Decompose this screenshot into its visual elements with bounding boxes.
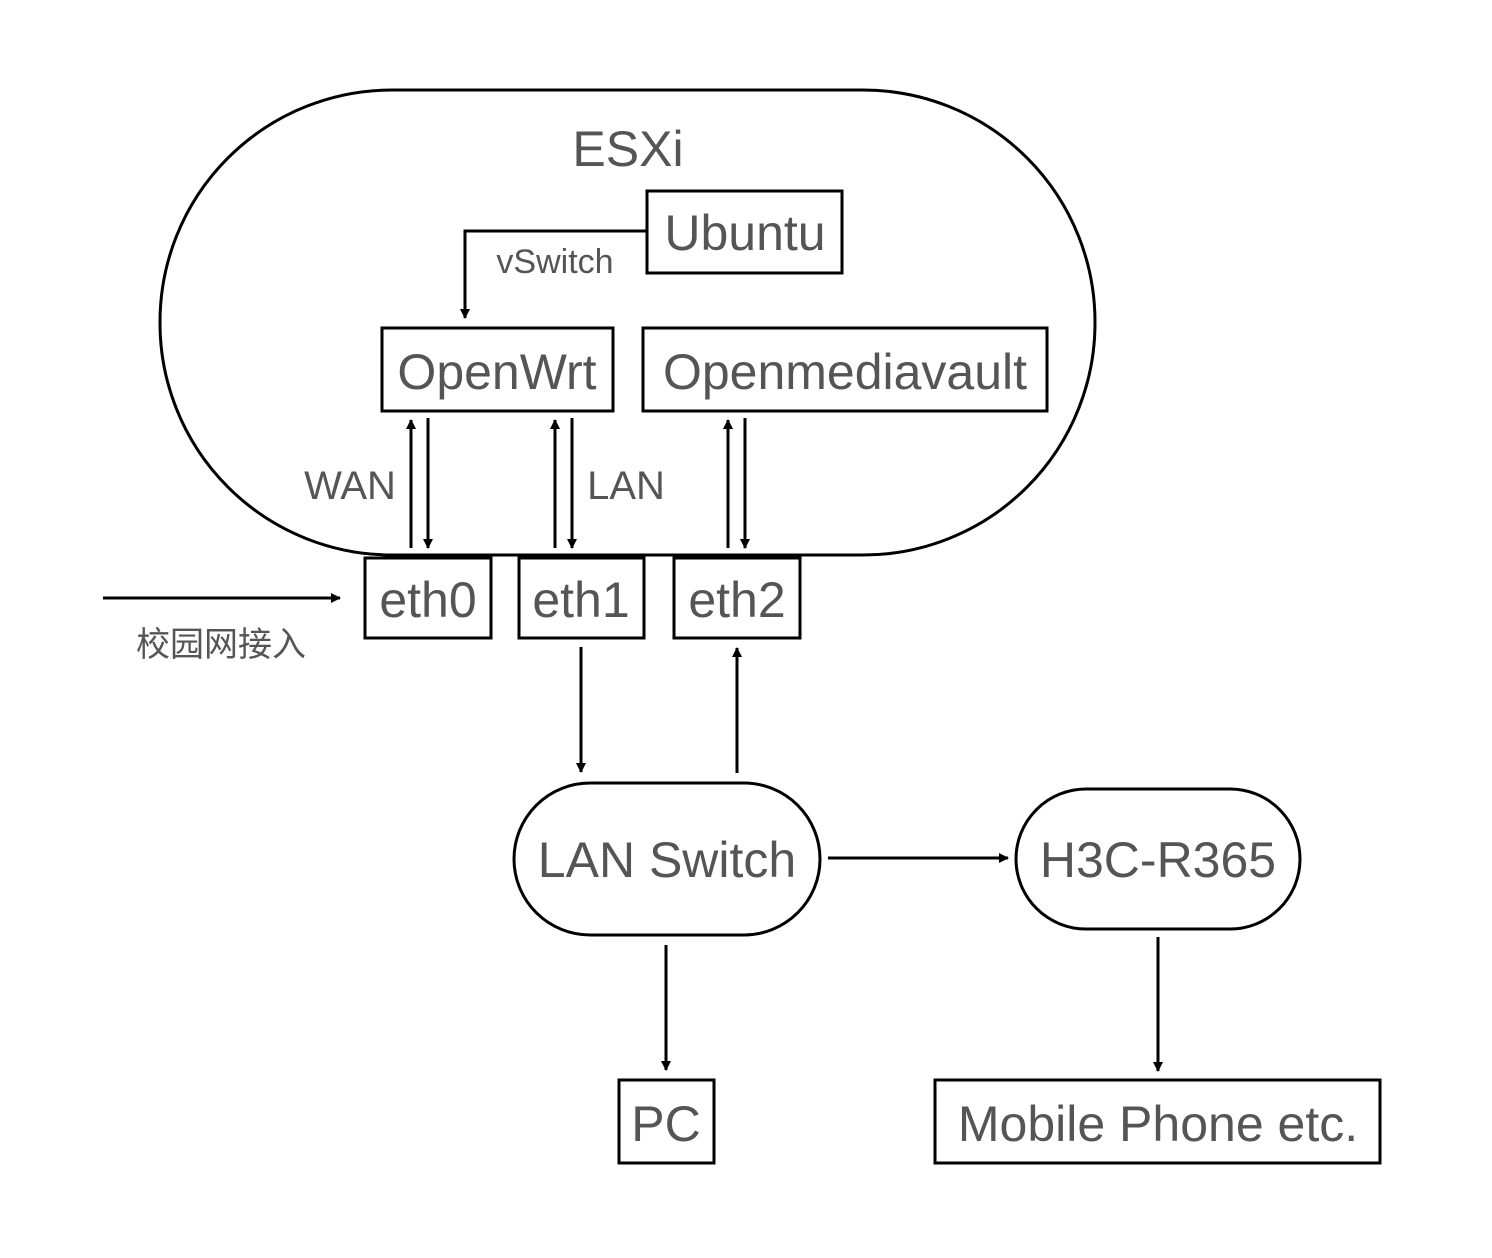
lan-label: LAN bbox=[587, 464, 665, 508]
wan-label: WAN bbox=[304, 464, 396, 508]
eth0-label: eth0 bbox=[379, 572, 476, 628]
eth0-port bbox=[363, 556, 493, 640]
h3c-router-label: H3C-R365 bbox=[1040, 832, 1276, 888]
campus-uplink-label: 校园网接入 bbox=[136, 626, 306, 664]
eth2-label: eth2 bbox=[688, 572, 785, 628]
pc-node bbox=[617, 1078, 716, 1165]
esxi-label: ESXi bbox=[572, 121, 683, 177]
ubuntu-label: Ubuntu bbox=[664, 205, 825, 261]
openmediavault-node bbox=[641, 326, 1049, 413]
openwrt-label: OpenWrt bbox=[397, 344, 596, 400]
openmediavault-label: Openmediavault bbox=[663, 344, 1027, 400]
vswitch-label: vSwitch bbox=[496, 243, 613, 281]
eth1-label: eth1 bbox=[532, 572, 629, 628]
eth1-port bbox=[517, 556, 646, 640]
h3c-router-node bbox=[1014, 787, 1302, 931]
mobile-phone-label: Mobile Phone etc. bbox=[958, 1096, 1358, 1152]
mobile-phone-node bbox=[933, 1078, 1382, 1165]
esxi-container bbox=[158, 88, 1097, 557]
vswitch-connector bbox=[460, 229, 647, 319]
ubuntu-node bbox=[645, 189, 844, 275]
lan-switch-node bbox=[512, 781, 822, 937]
openwrt-node bbox=[380, 326, 615, 413]
lan-switch-label: LAN Switch bbox=[538, 832, 796, 888]
pc-label: PC bbox=[631, 1096, 700, 1152]
eth2-port bbox=[672, 556, 802, 640]
